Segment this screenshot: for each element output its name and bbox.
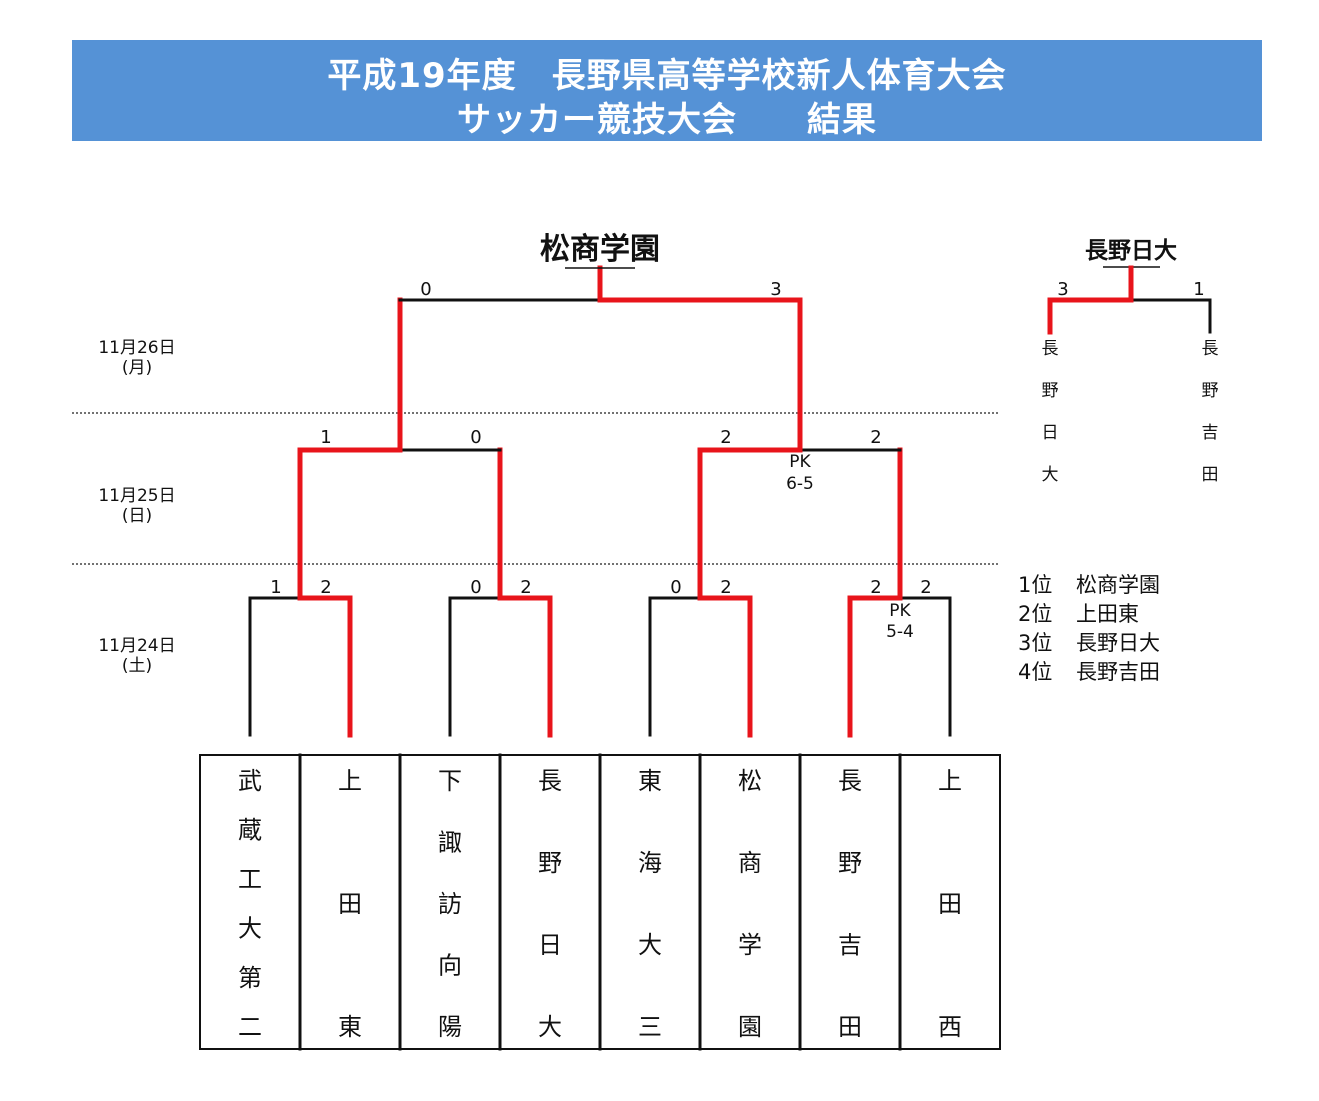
third-place-labels: 3 1 長野日大 長野吉田 <box>1042 279 1219 485</box>
pk-label: PK <box>789 452 811 472</box>
team-name: 上田東 <box>338 767 362 1041</box>
round1-score-left: 0 <box>670 577 681 598</box>
semifinal-score-right: 2 <box>870 427 881 448</box>
round1-score-left: 1 <box>270 577 281 598</box>
ranking-team: 長野日大 <box>1076 631 1160 655</box>
semifinal-score-left: 2 <box>720 427 731 448</box>
ranking-team: 松商学園 <box>1076 573 1160 597</box>
team-name: 下諏訪向陽 <box>438 767 462 1041</box>
team-table-cells: 武蔵工大第二 上田東 下諏訪向陽 長野日大 東海大三 松商学園 長野吉田 上田西 <box>238 753 962 1051</box>
round1-score-left: 2 <box>870 577 881 598</box>
round1-score-right: 2 <box>520 577 531 598</box>
third-place-team-name: 長野日大 <box>1042 339 1059 485</box>
semifinal-score-left: 1 <box>320 427 331 448</box>
title-line-1: 平成19年度 長野県高等学校新人体育大会 <box>327 56 1007 96</box>
title-banner: 平成19年度 長野県高等学校新人体育大会 サッカー競技大会 結果 <box>72 40 1262 141</box>
third-place-team-name: 長野吉田 <box>1202 339 1219 485</box>
round1-score-left: 0 <box>470 577 481 598</box>
bracket-lines <box>248 265 952 738</box>
final-score-left: 0 <box>420 279 431 300</box>
round1-score-right: 2 <box>320 577 331 598</box>
champion-name: 松商学園 <box>540 232 660 267</box>
ranking-row: 1位松商学園 <box>1018 571 1160 600</box>
ranking-team: 上田東 <box>1076 602 1139 626</box>
team-name: 長野日大 <box>538 767 562 1041</box>
third-place-lines <box>1047 265 1212 335</box>
day-text: (月) <box>121 358 153 378</box>
third-place-score-left: 3 <box>1057 279 1068 300</box>
final-score-right: 3 <box>770 279 781 300</box>
pk-score: 6-5 <box>786 474 814 494</box>
team-name: 松商学園 <box>738 767 762 1041</box>
pk-label: PK <box>889 601 911 621</box>
title-line-2: サッカー競技大会 結果 <box>457 100 877 140</box>
ranking-position: 1位 <box>1018 573 1053 597</box>
ranking-team: 長野吉田 <box>1076 660 1160 684</box>
day-text: (日) <box>121 506 153 526</box>
date-label-semifinal: 11月25日 (日) <box>72 486 202 526</box>
round1-score-right: 2 <box>720 577 731 598</box>
ranking-position: 3位 <box>1018 631 1053 655</box>
day-text: (土) <box>121 656 153 676</box>
ranking-position: 4位 <box>1018 660 1053 684</box>
team-name: 長野吉田 <box>838 767 862 1041</box>
semifinal-score-right: 0 <box>470 427 481 448</box>
date-label-round1: 11月24日 (土) <box>72 636 202 676</box>
team-name: 東海大三 <box>638 767 662 1041</box>
third-place-winner-name: 長野日大 <box>1085 237 1177 264</box>
ranking-position: 2位 <box>1018 602 1053 626</box>
pk-score: 5-4 <box>886 622 914 642</box>
date-text: 11月24日 <box>98 636 176 656</box>
round1-score-right: 2 <box>920 577 931 598</box>
team-name: 上田西 <box>938 767 962 1041</box>
team-name: 武蔵工大第二 <box>238 767 262 1041</box>
ranking-row: 3位長野日大 <box>1018 629 1160 658</box>
ranking-row: 2位上田東 <box>1018 600 1160 629</box>
date-label-final: 11月26日 (月) <box>72 338 202 378</box>
date-text: 11月26日 <box>98 338 176 358</box>
ranking-row: 4位長野吉田 <box>1018 658 1160 687</box>
third-place-score-right: 1 <box>1193 279 1204 300</box>
date-text: 11月25日 <box>98 486 176 506</box>
